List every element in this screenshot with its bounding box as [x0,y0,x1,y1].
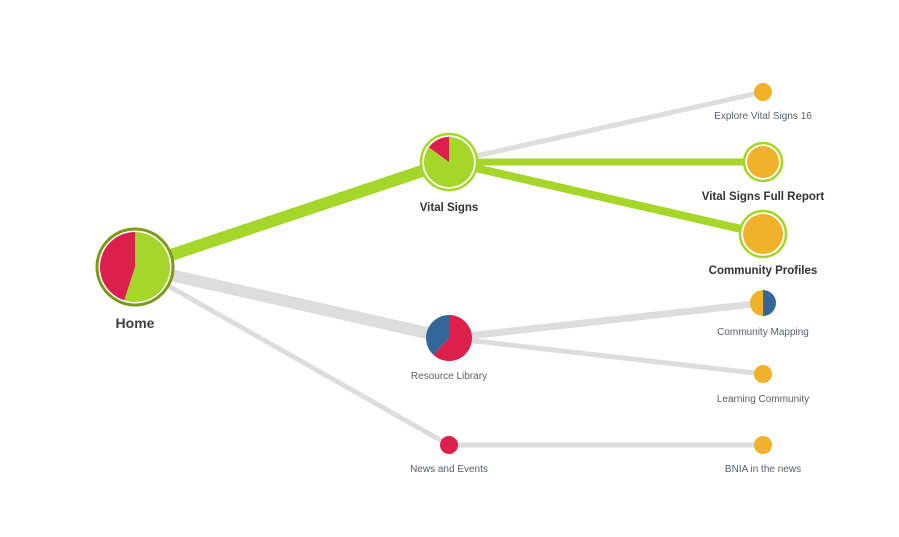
node-community-profiles[interactable]: Community Profiles [709,209,818,277]
resource-library-pie [426,315,473,361]
node-label-news-events: News and Events [410,464,488,475]
community-mapping-pie [750,290,776,316]
node-news-events[interactable]: News and Events [410,436,488,475]
home-pie [99,231,170,302]
node-label-vital-signs-full-report: Vital Signs Full Report [702,191,825,203]
learning-community-slice-orange [754,365,772,383]
node-bnia-in-the-news[interactable]: BNIA in the news [725,436,801,475]
node-label-home: Home [116,315,155,331]
node-vital-signs[interactable]: Vital Signs [420,132,479,214]
nodes: Home Vital Signs Resource Library News a… [95,83,825,475]
bnia-news-slice-orange [754,436,772,454]
link-home-vital-signs [129,156,455,273]
node-label-learning-community: Learning Community [717,394,809,405]
learning-community-pie [754,365,772,383]
node-label-bnia-in-the-news: BNIA in the news [725,464,801,475]
node-label-resource-library: Resource Library [411,371,487,382]
node-explore-vital-signs-16[interactable]: Explore Vital Signs 16 [714,83,812,122]
explore-vs16-pie [754,83,772,101]
node-label-community-profiles: Community Profiles [709,265,818,277]
community-mapping-slice-blue [763,290,776,316]
news-events-slice-pink [440,436,458,454]
community-profiles-slice-orange [743,214,783,254]
community-profiles-pie [743,214,783,254]
node-home[interactable]: Home [95,227,175,331]
vital-signs-pie [423,137,474,188]
node-resource-library[interactable]: Resource Library [411,315,487,382]
home-slice-pink [99,231,135,301]
node-community-mapping[interactable]: Community Mapping [717,290,809,338]
link-home-resource-library [129,261,455,344]
node-label-explore-vital-signs-16: Explore Vital Signs 16 [714,111,812,122]
node-learning-community[interactable]: Learning Community [717,365,809,405]
link-resource-library-learning-community [446,335,766,377]
resource-library-slice-blue [426,315,449,355]
resource-library-slice-pink [433,315,473,361]
links [129,89,767,448]
bnia-news-pie [754,436,772,454]
vs-full-report-pie [747,146,779,178]
link-resource-library-community-mapping [445,299,767,342]
vital-signs-slice-pink [428,137,449,162]
node-vital-signs-full-report[interactable]: Vital Signs Full Report [702,141,825,203]
node-label-vital-signs: Vital Signs [420,202,479,214]
link-vital-signs-explore [446,89,766,165]
vital-signs-slice-green [423,137,474,188]
news-events-pie [440,436,458,454]
link-home-news-events [132,264,452,448]
link-vital-signs-community-profiles [445,158,767,238]
community-mapping-slice-orange [750,290,763,316]
vs-full-report-slice-orange [747,146,779,178]
explore-vs16-slice-orange [754,83,772,101]
node-label-community-mapping: Community Mapping [717,327,809,338]
home-slice-green [124,232,170,302]
